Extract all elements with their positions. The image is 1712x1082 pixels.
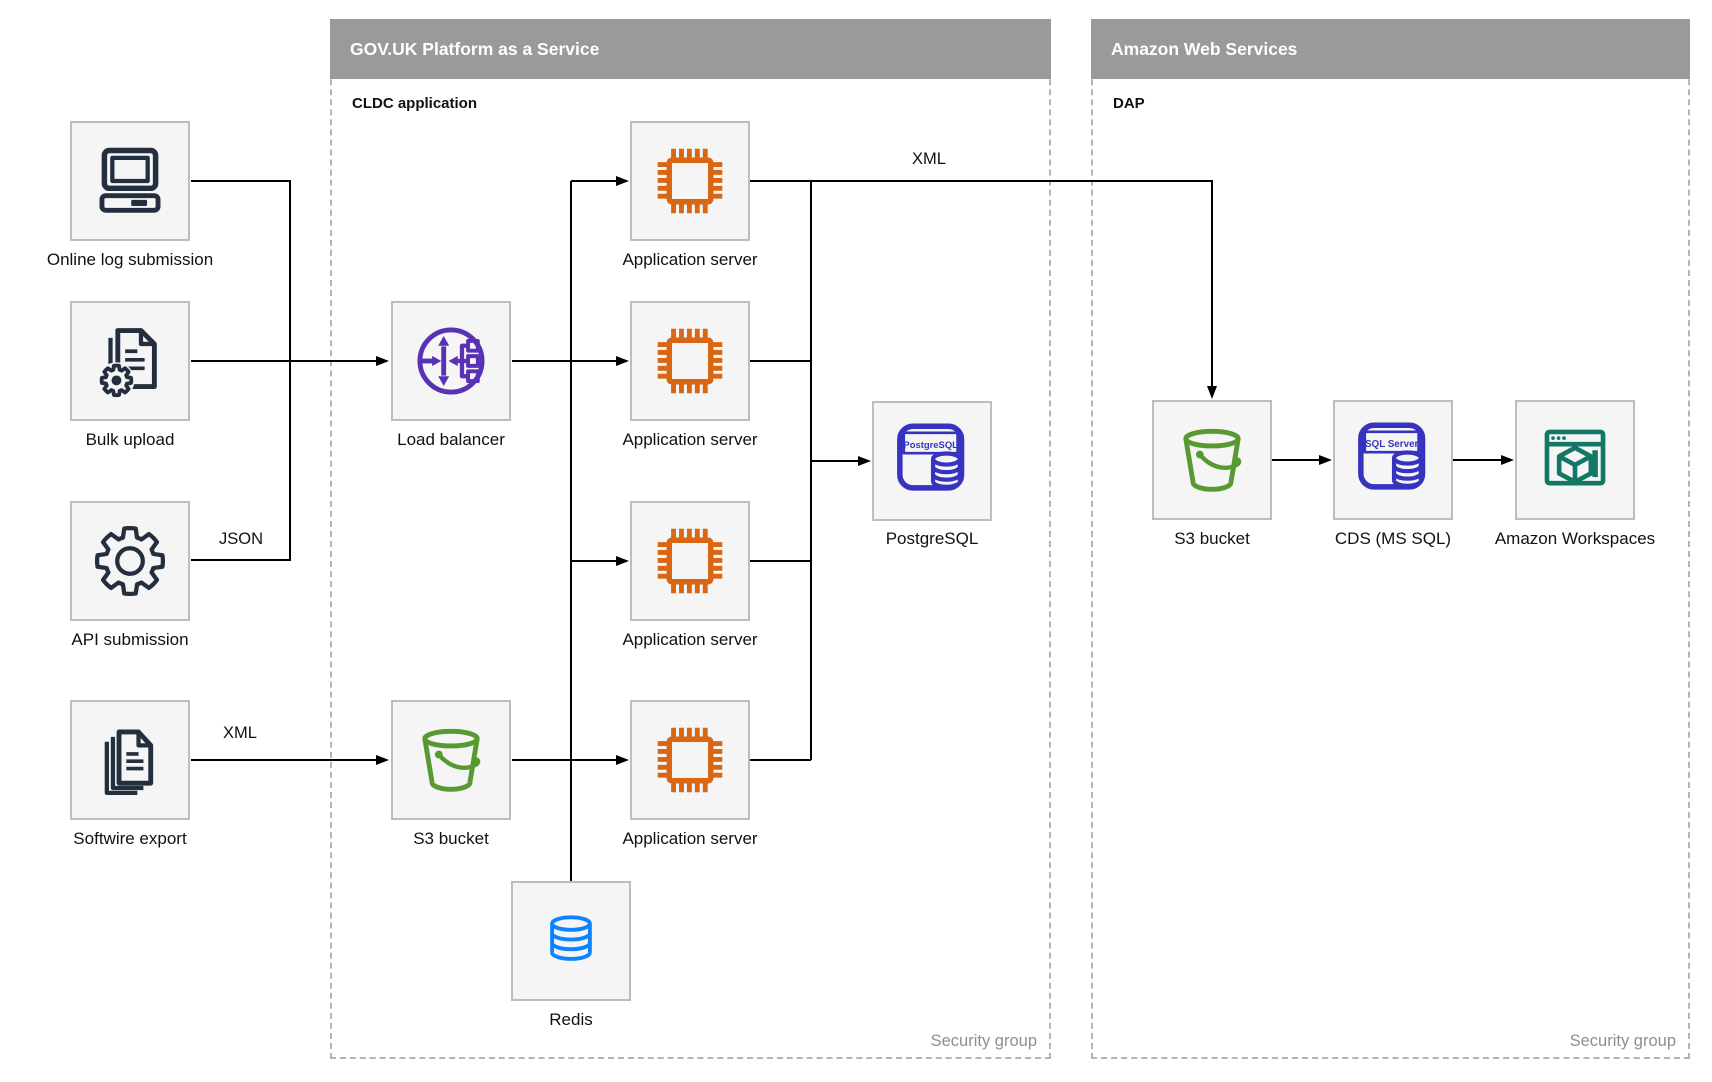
node-label-s3-bucket-paas: S3 bucket [413, 829, 489, 848]
cpu-chip-icon [657, 528, 723, 594]
sql-server-badge-text: SQL Server [1365, 439, 1419, 450]
node-application-server-4 [630, 700, 750, 820]
edge-sources-merge [191, 180, 291, 561]
edge-label-xml-top: XML [912, 150, 946, 168]
node-s3-bucket-paas [391, 700, 511, 820]
documents-stack-icon [104, 729, 154, 796]
node-label-application-server-3: Application server [622, 630, 758, 649]
s3-bucket-icon [1183, 428, 1242, 492]
node-online-log-submission [70, 121, 190, 241]
node-bulk-upload [70, 301, 190, 421]
node-amazon-workspaces [1515, 400, 1635, 520]
node-softwire-export [70, 700, 190, 820]
node-postgresql: PostgreSQL [872, 401, 992, 521]
node-label-postgresql: PostgreSQL [885, 529, 979, 548]
cpu-chip-icon [657, 328, 723, 394]
postgresql-badge-text: PostgreSQL [903, 440, 958, 451]
cpu-chip-icon [657, 148, 723, 214]
edge-label-json: JSON [218, 530, 263, 548]
postgresql-database-icon: PostgreSQL [897, 423, 965, 491]
security-group-label: Security group [1569, 1032, 1676, 1050]
container-sublabel-dap: DAP [1113, 95, 1145, 112]
container-aws: Amazon Web Services DAP Security group [1091, 19, 1690, 1059]
node-label-load-balancer: Load balancer [397, 430, 505, 449]
gear-icon [94, 525, 166, 597]
node-application-server-1 [630, 121, 750, 241]
container-sublabel-cldc: CLDC application [352, 95, 478, 112]
node-cds-mssql: SQL Server [1333, 400, 1453, 520]
node-label-api-submission: API submission [71, 630, 189, 649]
node-s3-bucket-aws [1152, 400, 1272, 520]
node-label-cds-mssql: CDS (MS SQL) [1334, 529, 1452, 548]
security-group-label: Security group [930, 1032, 1037, 1050]
node-application-server-2 [630, 301, 750, 421]
document-gear-icon [98, 328, 157, 399]
node-label-application-server-1: Application server [622, 250, 758, 269]
node-label-application-server-4: Application server [622, 829, 758, 848]
container-govuk-paas: GOV.UK Platform as a Service CLDC applic… [330, 19, 1051, 1059]
node-label-bulk-upload: Bulk upload [85, 430, 175, 449]
node-application-server-3 [630, 501, 750, 621]
container-header-govuk-paas: GOV.UK Platform as a Service [330, 19, 1051, 79]
node-label-application-server-2: Application server [622, 430, 758, 449]
s3-bucket-icon [422, 728, 481, 792]
database-cylinder-icon [550, 915, 592, 961]
node-api-submission [70, 501, 190, 621]
node-label-amazon-workspaces: Amazon Workspaces [1494, 529, 1656, 548]
node-redis [511, 881, 631, 1001]
edge-label-xml-softwire: XML [223, 724, 257, 742]
node-label-online-log-submission: Online log submission [46, 250, 214, 269]
node-label-softwire-export: Softwire export [73, 829, 187, 848]
sql-server-database-icon: SQL Server [1358, 422, 1426, 490]
node-load-balancer [391, 301, 511, 421]
container-header-aws: Amazon Web Services [1091, 19, 1690, 79]
node-label-redis: Redis [549, 1010, 593, 1029]
node-label-s3-bucket-aws: S3 bucket [1174, 529, 1250, 548]
edge-xml-to-aws-s3 [750, 180, 1217, 399]
cpu-chip-icon [657, 727, 723, 793]
load-balancer-icon [417, 327, 485, 395]
computer-icon [99, 147, 161, 213]
workspaces-browser-cube-icon [1544, 429, 1606, 486]
